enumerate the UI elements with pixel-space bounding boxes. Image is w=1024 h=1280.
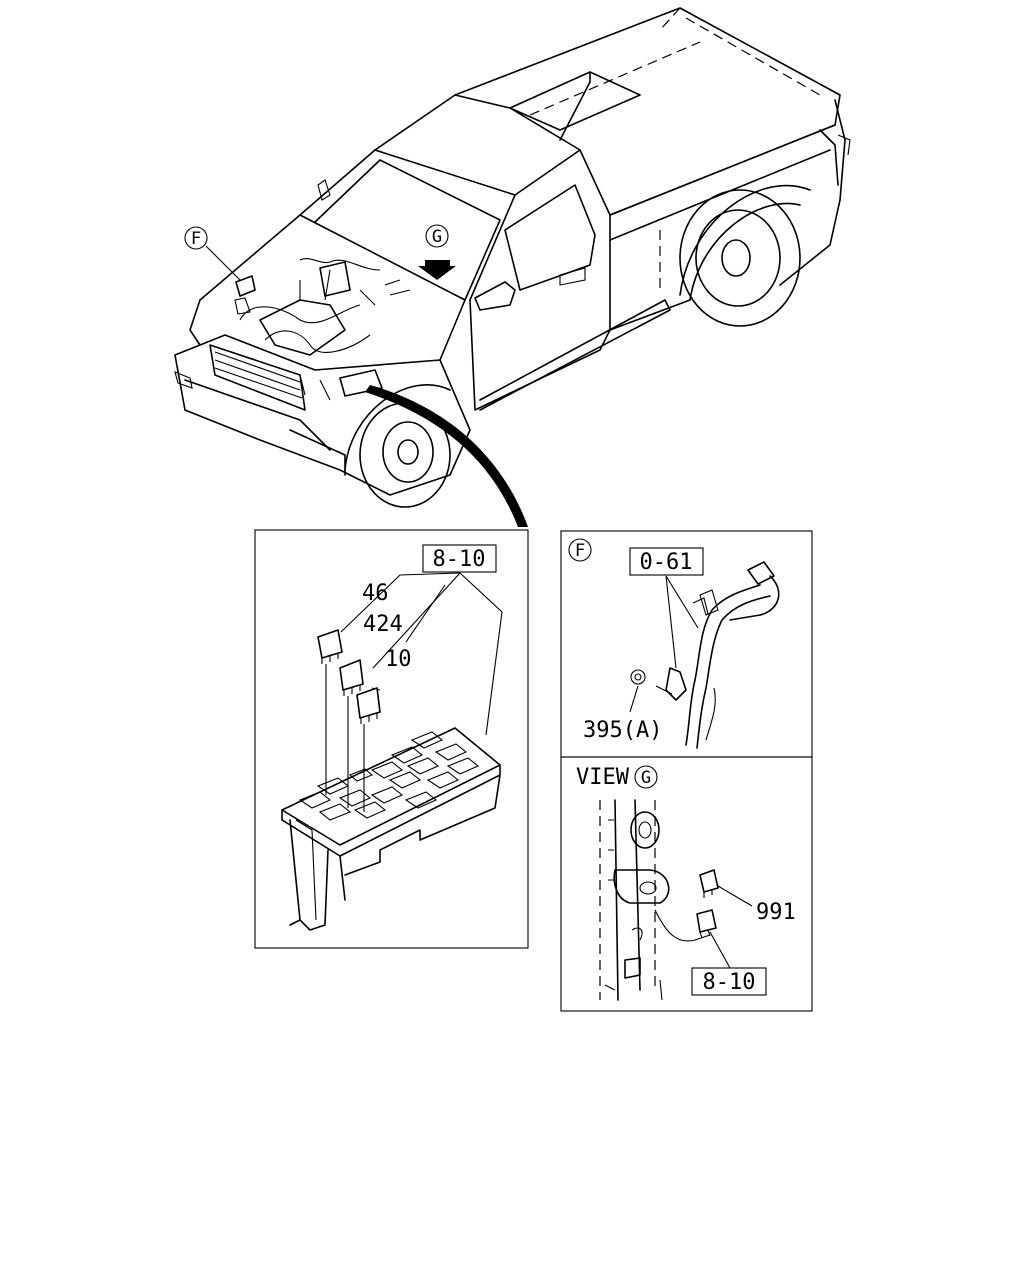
callout-f: F <box>184 226 208 250</box>
part-424-label: 424 <box>363 612 403 637</box>
part-10-label: 10 <box>385 647 412 672</box>
part-991-label: 991 <box>756 900 796 925</box>
view-g-frame <box>560 756 813 1012</box>
part-395a-label: 395(A) <box>583 718 662 743</box>
pickup-truck-illustration <box>174 7 851 527</box>
callout-f-label: F <box>191 229 201 249</box>
callout-g: G <box>425 224 449 248</box>
relay-424 <box>339 659 364 696</box>
part-46-label: 46 <box>362 581 389 606</box>
relay-panel-ref-box <box>422 544 497 573</box>
view-g-panel: VIEW G 991 8-10 <box>560 756 813 1012</box>
view-f-letter: F <box>575 541 585 561</box>
relay-46 <box>317 629 343 664</box>
relay-panel-frame <box>254 529 529 949</box>
view-g-ref-label: 8-10 <box>703 970 756 995</box>
relay-10 <box>356 687 381 724</box>
view-f-ref-label: 0-61 <box>640 550 693 575</box>
view-g-prefix: VIEW <box>576 765 630 790</box>
view-f-panel: F 0-61 395(A) <box>560 530 813 758</box>
relay-box-panel: 8-10 46 424 10 <box>254 529 529 949</box>
view-g-ref-box <box>691 967 767 996</box>
callout-g-label: G <box>432 227 442 247</box>
relay-panel-ref-label: 8-10 <box>433 547 486 572</box>
view-f-ref-box <box>629 547 704 576</box>
view-g-letter: G <box>641 768 651 788</box>
